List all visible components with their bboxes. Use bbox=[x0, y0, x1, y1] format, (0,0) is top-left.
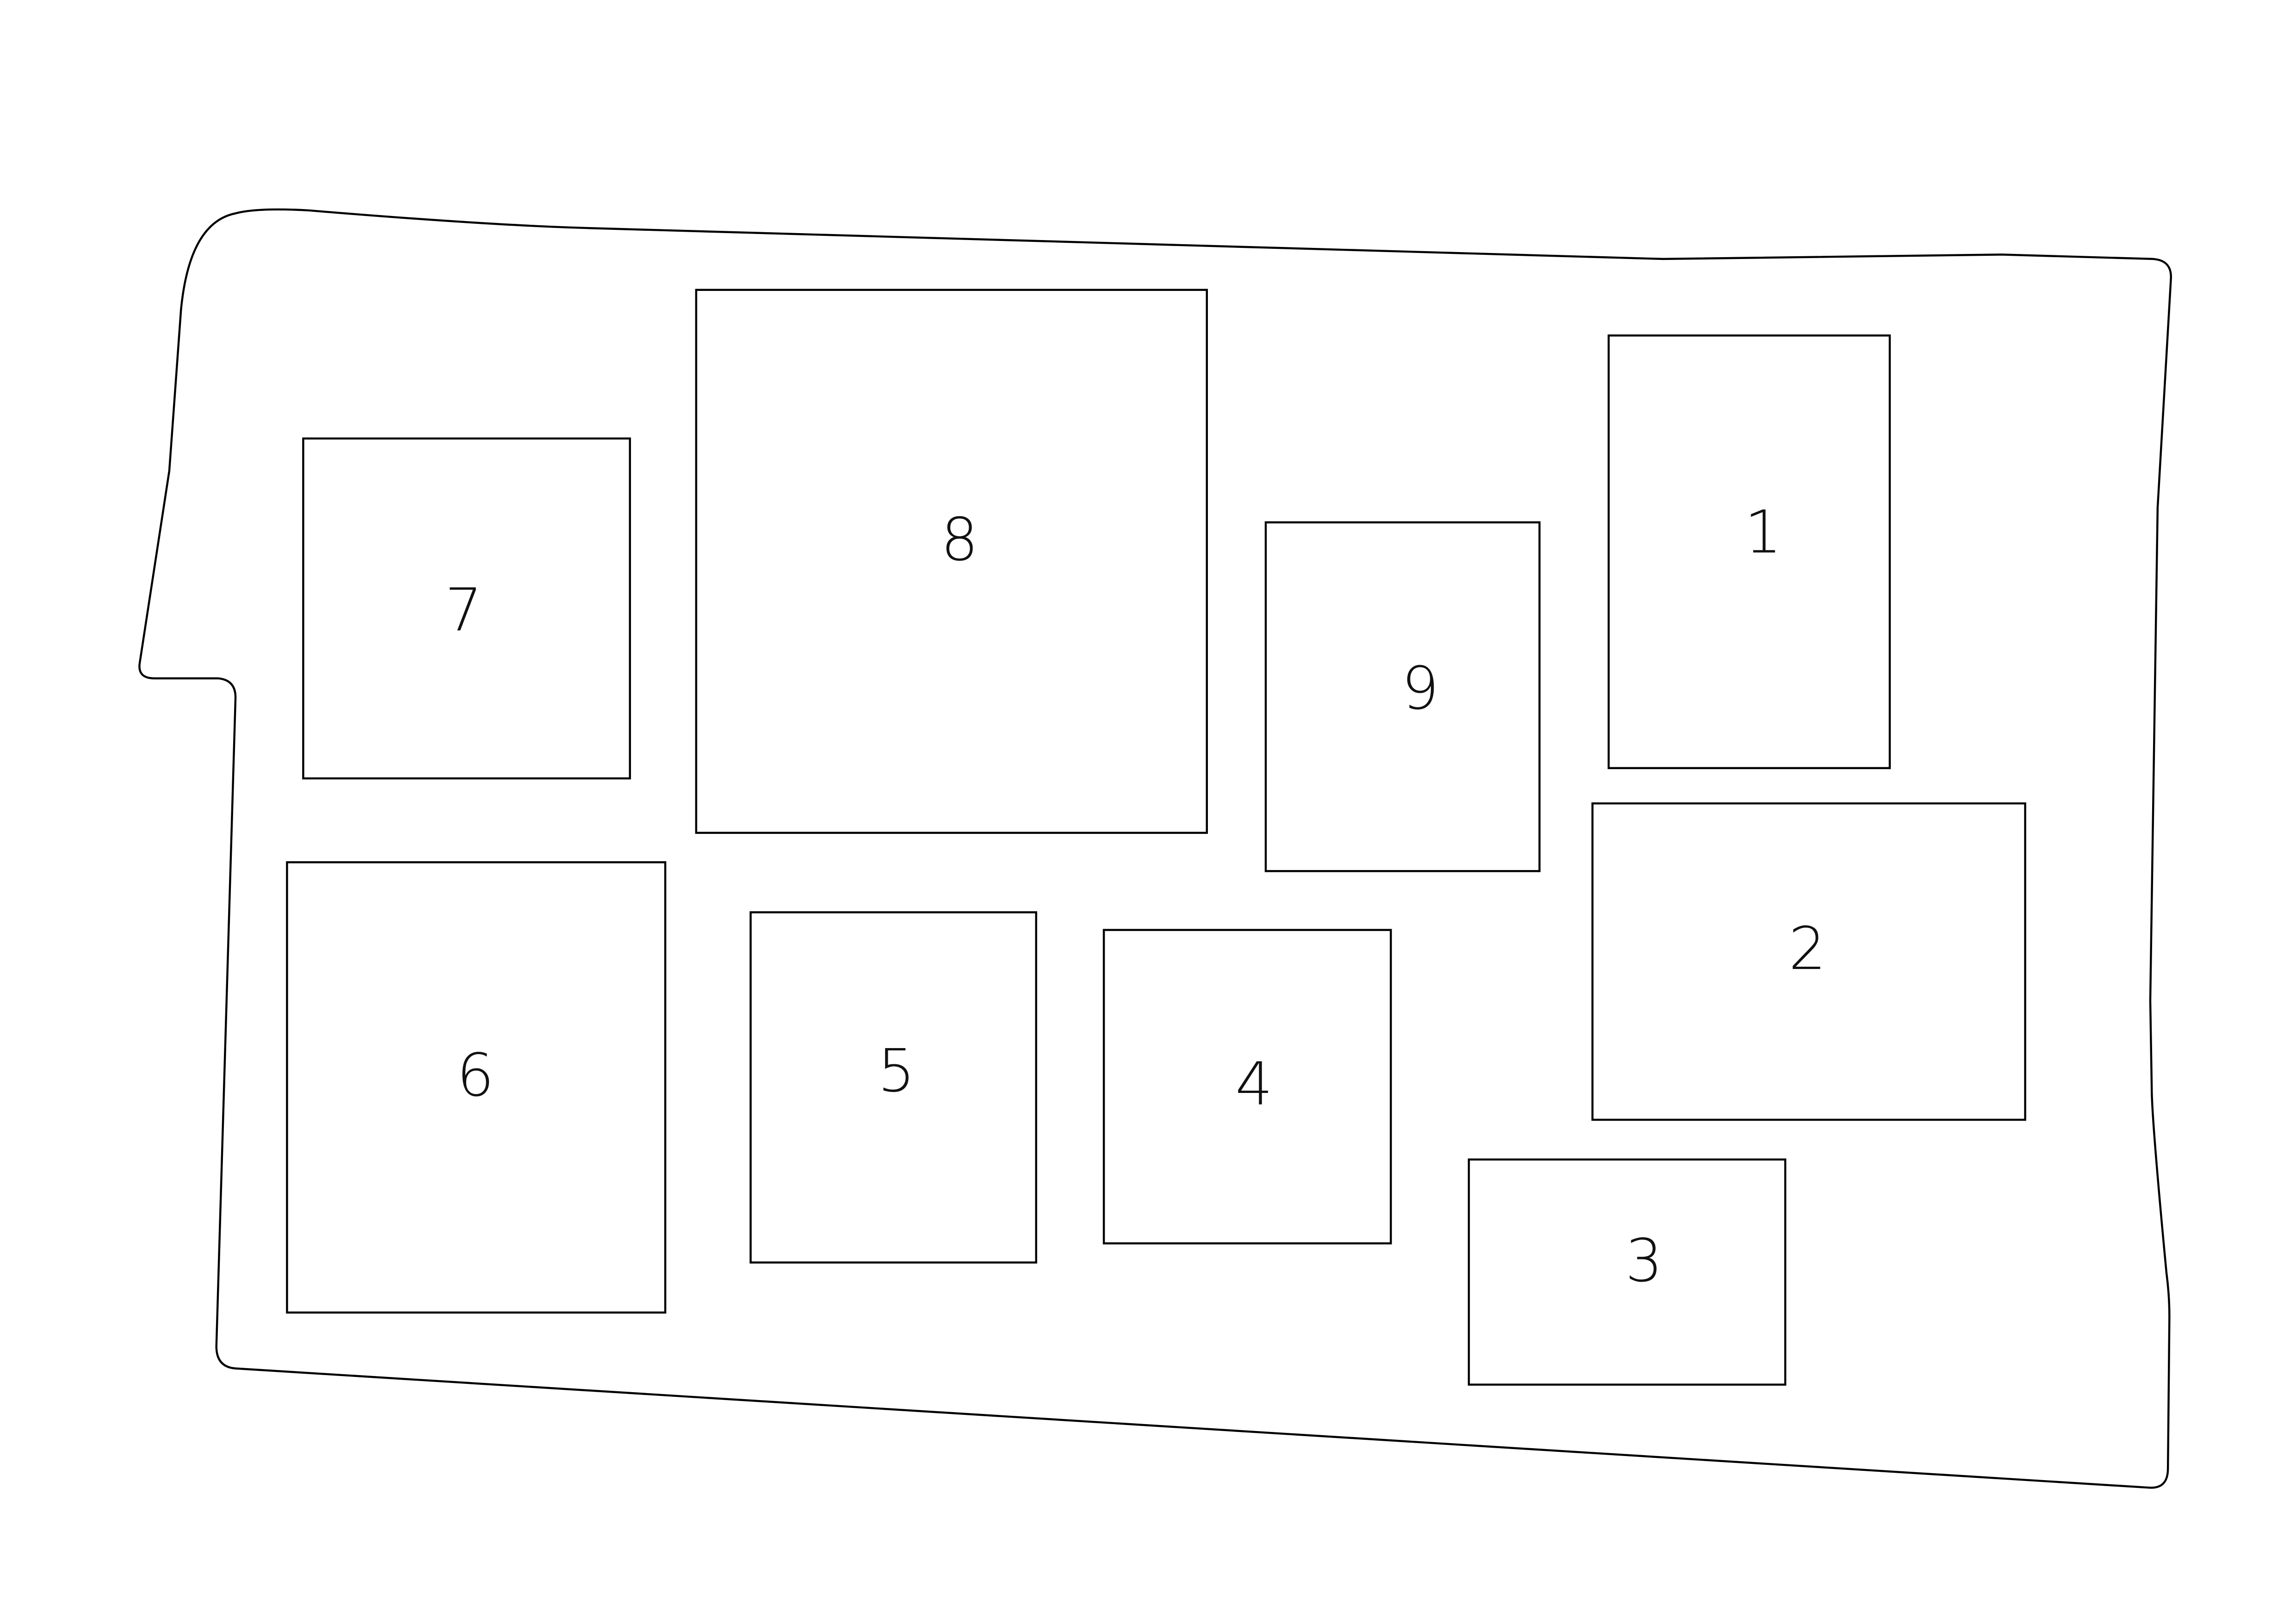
plot-2[interactable]: 2 bbox=[1591, 802, 2026, 1121]
plot-2-label: 2 bbox=[1789, 915, 1826, 983]
plot-2-outline bbox=[1591, 802, 2026, 1121]
plot-5-label: 5 bbox=[878, 1037, 915, 1105]
plot-9-label: 9 bbox=[1402, 654, 1439, 723]
plot-3-label: 3 bbox=[1625, 1227, 1663, 1295]
plot-4[interactable]: 4 bbox=[1102, 929, 1392, 1245]
plot-4-label: 4 bbox=[1235, 1050, 1273, 1119]
site-boundary bbox=[138, 208, 2172, 1489]
plot-8[interactable]: 8 bbox=[695, 289, 1208, 834]
plot-3[interactable]: 3 bbox=[1467, 1158, 1787, 1386]
plot-3-outline bbox=[1467, 1158, 1787, 1386]
plot-5-outline bbox=[749, 911, 1037, 1264]
plot-8-outline bbox=[695, 289, 1208, 834]
plot-9-outline bbox=[1264, 521, 1541, 872]
plot-6-outline bbox=[286, 861, 667, 1314]
plot-1-outline bbox=[1608, 334, 1891, 769]
plot-9[interactable]: 9 bbox=[1264, 521, 1541, 872]
plot-7-label: 7 bbox=[445, 576, 483, 645]
plot-7[interactable]: 7 bbox=[302, 437, 631, 780]
plot-6-label: 6 bbox=[457, 1042, 494, 1110]
plot-4-outline bbox=[1102, 929, 1392, 1245]
plot-6[interactable]: 6 bbox=[286, 861, 667, 1314]
plot-8-label: 8 bbox=[941, 506, 978, 574]
plot-1-label: 1 bbox=[1745, 499, 1782, 567]
plot-1[interactable]: 1 bbox=[1608, 334, 1891, 769]
plot-5[interactable]: 5 bbox=[749, 911, 1037, 1264]
plot-7-outline bbox=[302, 437, 631, 780]
